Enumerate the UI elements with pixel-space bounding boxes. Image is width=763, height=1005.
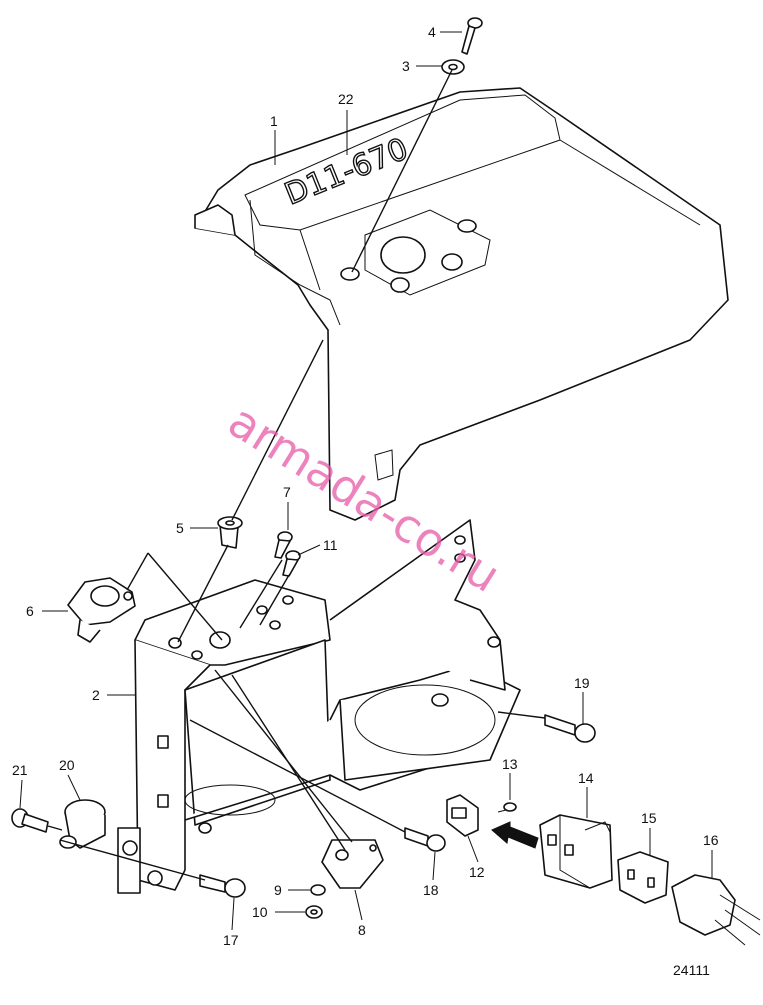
alignment-lines bbox=[47, 69, 546, 881]
nut-10 bbox=[305, 905, 323, 919]
callout-11: 11 bbox=[323, 537, 338, 553]
callout-22: 22 bbox=[338, 91, 354, 107]
callout-10: 10 bbox=[252, 904, 268, 920]
callout-labels: 4 3 22 1 5 6 7 11 2 19 13 14 15 16 12 20… bbox=[12, 24, 719, 948]
bolt-18 bbox=[404, 827, 446, 852]
callout-7: 7 bbox=[283, 484, 291, 500]
callout-9: 9 bbox=[274, 882, 282, 898]
bolt-17 bbox=[199, 874, 246, 898]
rubber-grommet-5 bbox=[217, 516, 243, 549]
clamp-20 bbox=[59, 799, 106, 849]
callout-15: 15 bbox=[641, 810, 657, 826]
washer-9 bbox=[310, 884, 326, 896]
bolt-19 bbox=[544, 714, 596, 743]
callout-2: 2 bbox=[92, 687, 100, 703]
mounting-bracket bbox=[117, 519, 521, 894]
sensor-6 bbox=[67, 577, 136, 643]
callout-6: 6 bbox=[26, 603, 34, 619]
callout-20: 20 bbox=[59, 757, 75, 773]
callout-21: 21 bbox=[12, 762, 28, 778]
engine-cover: D11-670 bbox=[194, 87, 729, 521]
washer-3 bbox=[441, 59, 465, 75]
bolt-21 bbox=[11, 808, 49, 833]
callout-13: 13 bbox=[502, 756, 518, 772]
callout-18: 18 bbox=[423, 882, 439, 898]
callout-17: 17 bbox=[223, 932, 239, 948]
callout-12: 12 bbox=[469, 864, 485, 880]
callout-1: 1 bbox=[270, 113, 278, 129]
screw-4 bbox=[461, 17, 483, 55]
callout-leaders bbox=[19, 31, 713, 931]
callout-3: 3 bbox=[402, 58, 410, 74]
sensor-8 bbox=[321, 839, 384, 889]
connector-12 bbox=[446, 794, 479, 837]
drawing-number: 24111 bbox=[673, 962, 710, 978]
arrow-symbol bbox=[491, 821, 539, 849]
callout-16: 16 bbox=[703, 832, 719, 848]
callout-8: 8 bbox=[358, 922, 366, 938]
callout-19: 19 bbox=[574, 675, 590, 691]
cable-plug-16 bbox=[671, 874, 761, 946]
screw-13 bbox=[497, 802, 517, 813]
screw-11 bbox=[282, 550, 301, 577]
callout-5: 5 bbox=[176, 520, 184, 536]
relay-14 bbox=[539, 814, 613, 889]
callout-14: 14 bbox=[578, 770, 594, 786]
relay-socket-15 bbox=[617, 851, 669, 904]
screw-7 bbox=[274, 531, 293, 559]
callout-4: 4 bbox=[428, 24, 436, 40]
